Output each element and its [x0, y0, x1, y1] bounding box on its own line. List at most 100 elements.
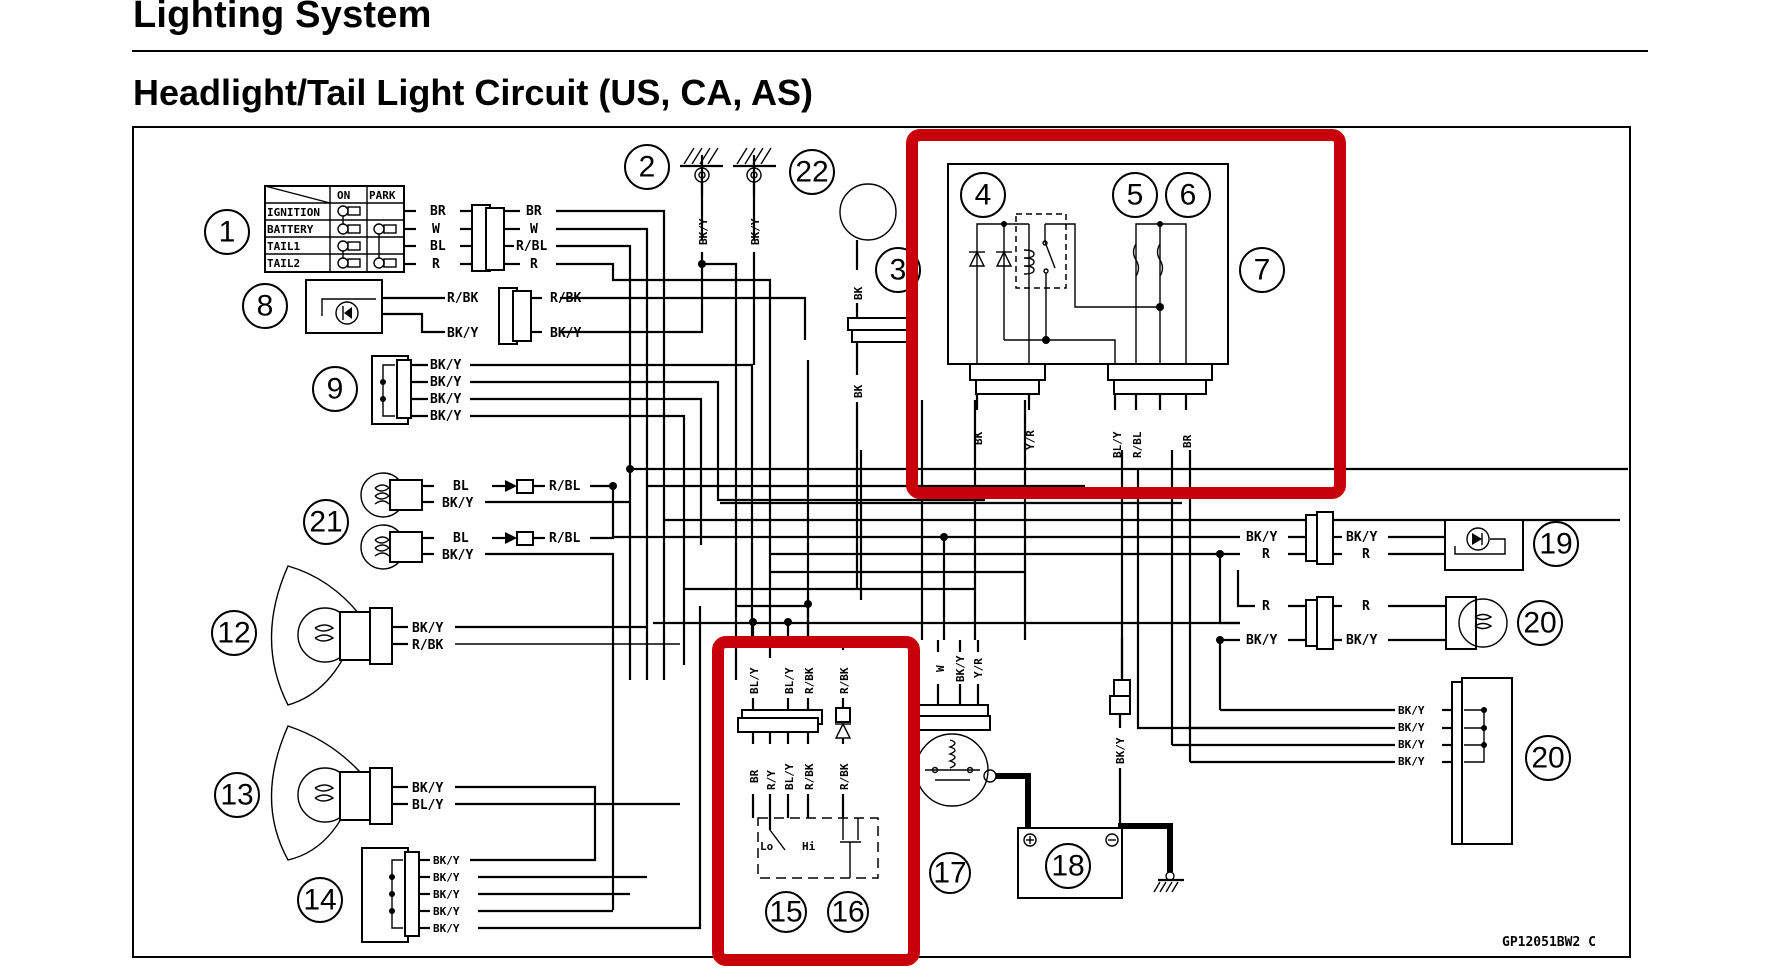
component-12-headlight: 13 BK/Y BL/Y — [214, 725, 680, 862]
component-9-joint-connector: 9 BK/Y BK/Y BK/Y BK/Y — [312, 355, 461, 425]
wire-color-label: BL/Y — [1111, 431, 1124, 458]
component-number: 17 — [933, 857, 966, 890]
wire-color-label: TAIL1 — [267, 240, 300, 253]
wire-color-label: IGNITION — [267, 206, 320, 219]
component-2-ground: 2 BK/Y — [624, 144, 723, 245]
wire-color-label: BK/Y — [442, 496, 473, 511]
component-number: 13 — [220, 779, 253, 812]
section-title: Headlight/Tail Light Circuit (US, CA, AS… — [133, 72, 813, 113]
wire-color-label: R/Y — [765, 770, 778, 790]
wire-color-label: BK — [852, 384, 865, 398]
component-number: 12 — [217, 617, 250, 650]
wire-color-label: BL — [453, 479, 469, 494]
title-divider — [132, 50, 1648, 52]
wire-color-label: BK/Y — [550, 326, 581, 341]
component-number: 8 — [257, 290, 274, 323]
wire-color-label: BK/Y — [1346, 633, 1377, 648]
wire-color-label: R/BL — [549, 479, 580, 494]
wire-color-label: Y/R — [1024, 430, 1037, 450]
wire-color-label: BK/Y — [1114, 737, 1127, 764]
component-number: 19 — [1539, 528, 1572, 561]
wire-color-label: W — [934, 665, 947, 672]
wire-color-label: BK/Y — [442, 548, 473, 563]
wire-color-label: Hi — [802, 840, 816, 853]
wire-color-label: BK/Y — [430, 392, 461, 407]
wire-color-label: BK/Y — [1246, 530, 1277, 545]
wire-color-label: W — [530, 222, 538, 237]
wire-color-label: BL — [430, 239, 446, 254]
component-14-15-switches: BL/Y BL/Y R/BK R/BK BR R/Y BL/Y R/BK R/B… — [737, 600, 879, 933]
wire-color-label: BK/Y — [430, 358, 461, 373]
component-number: 2 — [639, 151, 656, 184]
wire-color-label: R — [1262, 599, 1270, 614]
wire-color-label: BK/Y — [433, 854, 460, 867]
component-number: 14 — [303, 884, 336, 917]
wire-color-label: R/BK — [838, 763, 851, 790]
page-title: Lighting System — [133, 0, 432, 36]
component-number: 22 — [795, 156, 828, 189]
component-number: 20 — [1523, 607, 1556, 640]
wire-color-label: BK/Y — [749, 218, 762, 245]
wire-color-label: BK/Y — [447, 326, 478, 341]
wire-color-label: BL — [453, 531, 469, 546]
wire-color-label: BK — [852, 286, 865, 300]
component-11-headlight: 12 BK/Y R/BK — [211, 565, 680, 706]
figure-code: GP12051BW2 C — [1502, 935, 1596, 950]
wire-color-label: R/BK — [803, 763, 816, 790]
wire-color-label: BR — [748, 769, 761, 783]
component-8-indicator: 8 R/BK BK/Y R/BK BK/Y — [242, 279, 581, 345]
component-21-lamps: 21 BL BK/Y R/BL BL BK/Y R/BL — [303, 472, 630, 910]
highlight-relay-box — [906, 129, 1346, 499]
wire-color-label: BK/Y — [1346, 530, 1377, 545]
wire-color-label: R/BK — [550, 291, 581, 306]
component-16-relay: W BK/Y Y/R 17 — [914, 640, 1031, 894]
wire-color-label: BK/Y — [412, 781, 443, 796]
component-22-ground: BK/Y 22 — [733, 147, 835, 245]
component-number: 21 — [309, 506, 342, 539]
wire-color-label: BR — [1181, 434, 1194, 448]
wire-color-label: BK/Y — [1398, 755, 1425, 768]
component-number: 3 — [890, 254, 907, 287]
wire-color-label: R — [1362, 599, 1370, 614]
wire-color-label: BK/Y — [433, 922, 460, 935]
wire-color-label: BK/Y — [430, 375, 461, 390]
wire-color-label: R/BK — [803, 667, 816, 694]
highlight-switch-box — [712, 636, 920, 966]
wire-color-label: R/BL — [549, 531, 580, 546]
component-number: 5 — [1127, 179, 1144, 212]
wire-color-label: BK/Y — [412, 621, 443, 636]
wire-color-label: Y/R — [972, 658, 985, 678]
wire-color-label: R — [530, 257, 538, 272]
wire-color-label: BK/Y — [1246, 633, 1277, 648]
wire-color-label: BK/Y — [954, 655, 967, 682]
wire-color-label: R — [1262, 547, 1270, 562]
component-13-joint-connector: 14 BK/Y BK/Y BK/Y BK/Y BK/Y — [297, 606, 702, 943]
wire-color-label: BL/Y — [412, 798, 443, 813]
component-number: 16 — [831, 896, 864, 929]
wire-color-label: BL/Y — [783, 667, 796, 694]
wire-color-label: R/BK — [838, 667, 851, 694]
wire-color-label: R — [432, 257, 440, 272]
component-20-joint-connector: BK/Y BK/Y BK/Y BK/Y 21 20 20 — [1172, 677, 1571, 845]
wire-color-label: BK/Y — [430, 409, 461, 424]
wire-color-label: BK/Y — [697, 218, 710, 245]
wire-color-label: BK/Y — [433, 888, 460, 901]
component-number: 18 — [1051, 850, 1084, 883]
wire-color-label: TAIL2 — [267, 257, 300, 270]
wire-color-label: ON — [337, 189, 350, 202]
wire-color-label: BL/Y — [748, 667, 761, 694]
wire-color-label: BATTERY — [267, 223, 314, 236]
component-number: 1 — [219, 216, 236, 249]
wire-color-label: BK/Y — [1398, 738, 1425, 751]
wire-color-label: BR — [430, 204, 446, 219]
component-number: 4 — [975, 179, 992, 212]
component-19-lamp: R BK/Y R BK/Y 20 — [1182, 554, 1563, 710]
wire-color-label: PARK — [369, 189, 396, 202]
component-number: 7 — [1254, 254, 1271, 287]
component-number: 15 — [769, 896, 802, 929]
wire-color-label: R — [1362, 547, 1370, 562]
wire-color-label: BK/Y — [433, 871, 460, 884]
wire-color-label: BL/Y — [783, 763, 796, 790]
wire-color-label: BK/Y — [1398, 704, 1425, 717]
